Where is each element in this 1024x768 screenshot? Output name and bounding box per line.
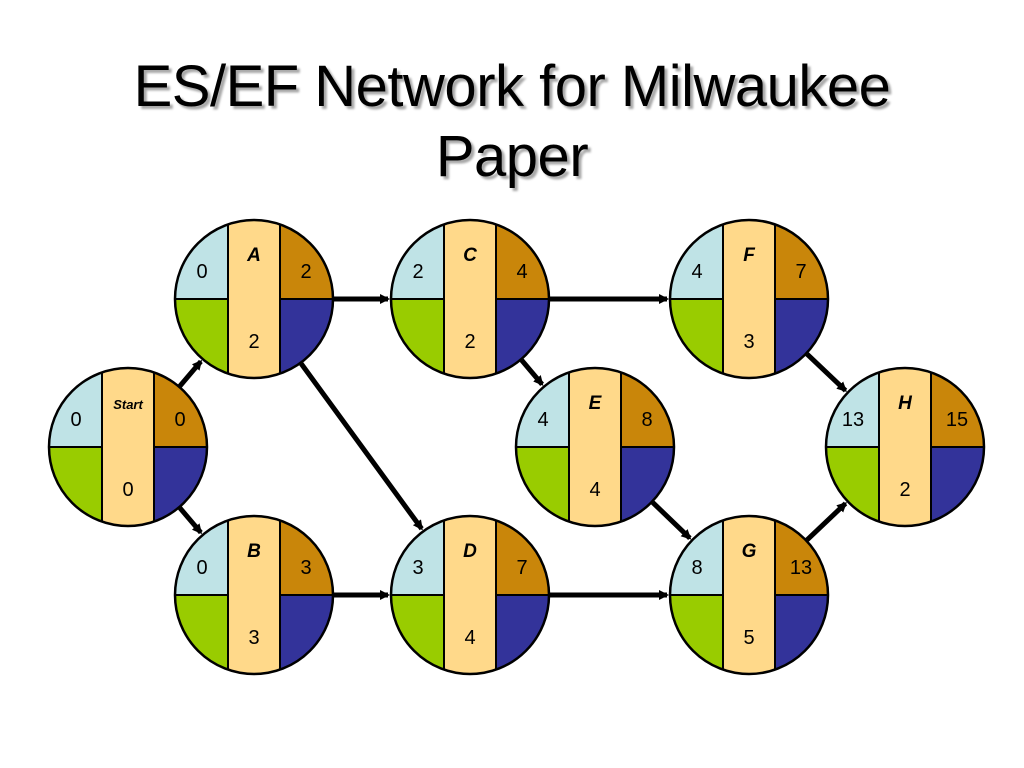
activity-strip: [227, 220, 281, 378]
activity-node-f: F 4 7 3: [668, 218, 830, 380]
activity-duration: 4: [464, 627, 475, 649]
activity-duration: 5: [743, 627, 754, 649]
activity-duration: 2: [248, 331, 259, 353]
earliest-start: 3: [412, 557, 423, 579]
activity-strip: [722, 220, 776, 378]
node-outline: [389, 218, 551, 380]
activity-label: D: [463, 541, 477, 562]
activity-label: B: [247, 541, 261, 562]
earliest-finish: 4: [516, 261, 527, 283]
arrow-g-to-h: [805, 501, 848, 542]
activity-node-g: G 8 13 5: [668, 514, 830, 676]
activity-duration: 2: [464, 331, 475, 353]
earliest-finish: 0: [174, 409, 185, 431]
earliest-finish: 3: [300, 557, 311, 579]
activity-strip: [101, 368, 155, 526]
earliest-start: 2: [412, 261, 423, 283]
activity-strip: [227, 516, 281, 674]
activity-node-d: D 3 7 4: [389, 514, 551, 676]
activity-duration: 3: [743, 331, 754, 353]
earliest-start: 8: [691, 557, 702, 579]
earliest-start: 13: [842, 409, 864, 431]
earliest-finish: 15: [946, 409, 968, 431]
node-outline: [173, 218, 335, 380]
earliest-finish: 2: [300, 261, 311, 283]
earliest-finish: 13: [790, 557, 812, 579]
arrow-f-to-h: [805, 352, 848, 393]
arrow-a-to-d: [299, 362, 424, 531]
activity-strip: [878, 368, 932, 526]
node-outline: [514, 366, 676, 528]
activity-node-b: B 0 3 3: [173, 514, 335, 676]
earliest-finish: 7: [795, 261, 806, 283]
earliest-finish: 7: [516, 557, 527, 579]
earliest-start: 4: [691, 261, 702, 283]
activity-label: F: [743, 245, 756, 266]
activity-label: Start: [113, 397, 143, 412]
activity-duration: 2: [899, 479, 910, 501]
activity-node-a: A 0 2 2: [173, 218, 335, 380]
activity-label: H: [898, 393, 913, 414]
activity-duration: 3: [248, 627, 259, 649]
arrow-e-to-g: [650, 500, 692, 540]
activity-label: E: [589, 393, 603, 414]
node-outline: [173, 514, 335, 676]
activity-label: A: [246, 245, 261, 266]
activity-duration: 4: [589, 479, 600, 501]
node-outline: [668, 218, 830, 380]
arrow-c-to-e: [519, 358, 544, 386]
earliest-start: 0: [196, 557, 207, 579]
node-outline: [824, 366, 986, 528]
activity-node-h: H 13 15 2: [824, 366, 986, 528]
arrow-start-to-a: [177, 359, 203, 388]
slide-title: ES/EF Network for Milwaukee Paper: [0, 52, 1024, 192]
earliest-start: 0: [196, 261, 207, 283]
node-outline: [668, 514, 830, 676]
activity-label: G: [742, 541, 757, 562]
node-outline: [389, 514, 551, 676]
earliest-start: 0: [70, 409, 81, 431]
earliest-start: 4: [537, 409, 548, 431]
activity-strip: [443, 516, 497, 674]
activity-label: C: [463, 245, 477, 266]
activity-node-start: Start 0 0 0: [47, 366, 209, 528]
earliest-finish: 8: [641, 409, 652, 431]
title-line-2: Paper: [435, 124, 589, 189]
activity-duration: 0: [122, 479, 133, 501]
activity-node-e: E 4 8 4: [514, 366, 676, 528]
activity-strip: [722, 516, 776, 674]
node-outline: [47, 366, 209, 528]
title-line-1: ES/EF Network for Milwaukee: [133, 54, 891, 119]
activity-node-c: C 2 4 2: [389, 218, 551, 380]
activity-strip: [568, 368, 622, 526]
arrow-start-to-b: [177, 506, 203, 535]
edges-layer: [177, 294, 848, 600]
activity-strip: [443, 220, 497, 378]
